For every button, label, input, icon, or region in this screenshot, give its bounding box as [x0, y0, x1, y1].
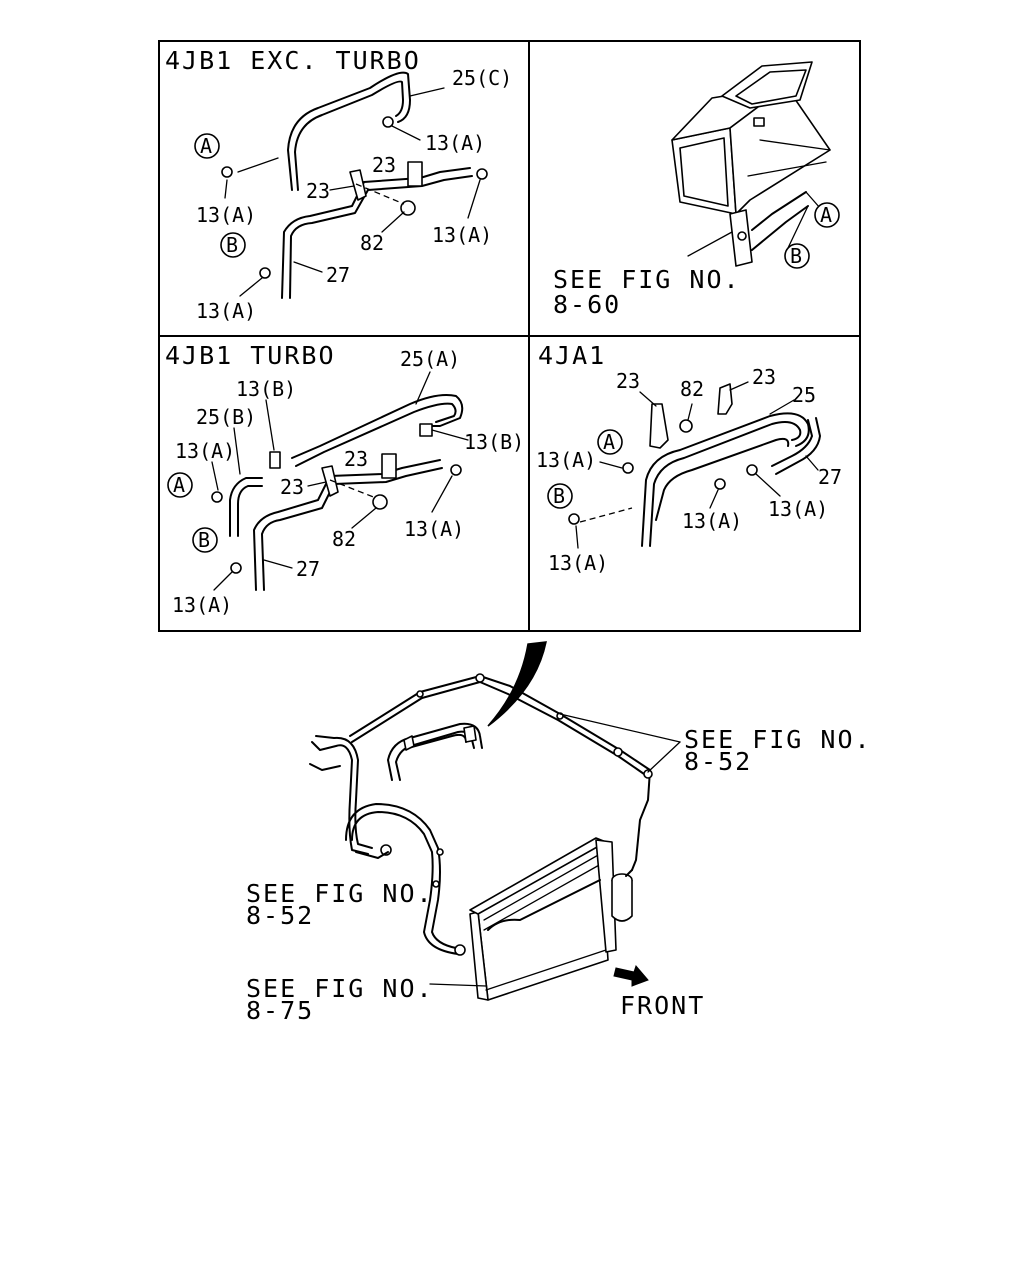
part-label: 25: [792, 383, 816, 407]
heater-unit-drawing: [671, 61, 831, 267]
panel-frame: [158, 40, 861, 632]
part-label: 82: [680, 377, 704, 401]
part-label: 13(B): [236, 377, 296, 401]
clamp: [221, 166, 233, 178]
hose-25c: [287, 71, 411, 191]
part-label: 25(A): [400, 347, 460, 371]
overview-drawing: SEE FIG NO. 8-52 SEE FIG NO. 8-52 SEE FI…: [246, 641, 872, 1025]
part-label: 27: [326, 263, 350, 287]
clamp: [746, 464, 758, 476]
see-fig-ref: SEE FIG NO.: [246, 879, 434, 908]
clamp: [622, 462, 634, 474]
bolt-82: [679, 419, 693, 433]
part-label: 23: [344, 447, 368, 471]
hose-27: [253, 459, 443, 591]
part-label: 25(B): [196, 405, 256, 429]
see-fig-ref: SEE FIG NO.: [246, 974, 434, 1003]
part-label: 13(A): [172, 593, 232, 617]
bracket-23b: [407, 161, 423, 187]
marker-a: A: [173, 473, 185, 497]
part-label: 25(C): [452, 66, 512, 90]
part-label: 13(A): [536, 448, 596, 472]
see-fig-ref: SEE FIG NO.: [684, 725, 872, 754]
panel-4ja1: 4JA1 A B 23 82 23 25: [536, 341, 842, 575]
clamp: [259, 267, 271, 279]
part-label: 23: [752, 365, 776, 389]
part-label: 13(A): [682, 509, 742, 533]
panel-4jb1-turbo: 4JB1 TURBO: [165, 341, 524, 617]
clamp-13b: [419, 423, 433, 437]
panel-title: 4JB1 TURBO: [165, 341, 336, 370]
bracket-23b: [381, 453, 397, 479]
part-label: 82: [332, 527, 356, 551]
bracket-23: [321, 465, 339, 497]
clamp: [382, 116, 394, 128]
clamp: [211, 491, 223, 503]
marker-b: B: [790, 244, 802, 268]
hose-25: [641, 412, 810, 547]
part-label: 13(B): [464, 430, 524, 454]
see-fig-number: 8-60: [553, 290, 621, 319]
hose-27: [281, 167, 473, 299]
see-fig-number: 8-75: [246, 996, 314, 1025]
clamp: [476, 168, 488, 180]
part-label: 13(A): [432, 223, 492, 247]
bolt-82: [372, 494, 388, 510]
part-label: 27: [818, 465, 842, 489]
hose-25b: [229, 477, 263, 537]
clamp: [568, 513, 580, 525]
part-label: 23: [372, 153, 396, 177]
hose-27: [771, 417, 821, 475]
part-label: 13(A): [768, 497, 828, 521]
part-label: 23: [616, 369, 640, 393]
hose-25a: [291, 394, 464, 467]
condenser: [469, 837, 633, 1001]
clamp-13b: [269, 451, 281, 469]
panel-heater-unit: A B SEE FIG NO. 8-60: [553, 61, 840, 319]
front-arrow-icon: [613, 965, 649, 987]
front-label: FRONT: [620, 991, 705, 1020]
see-fig-ref: SEE FIG NO.: [553, 265, 741, 294]
part-label: 23: [306, 179, 330, 203]
marker-b: B: [553, 484, 565, 508]
bracket-23: [717, 383, 733, 415]
clamp: [230, 562, 242, 574]
part-label: 27: [296, 557, 320, 581]
see-fig-number: 8-52: [684, 747, 752, 776]
part-label: 13(A): [548, 551, 608, 575]
bracket-23: [649, 403, 669, 449]
part-label: 23: [280, 475, 304, 499]
part-label: 82: [360, 231, 384, 255]
part-label: 13(A): [196, 299, 256, 323]
marker-b: B: [198, 528, 210, 552]
part-label: 13(A): [196, 203, 256, 227]
clamp: [714, 478, 726, 490]
panel-title: 4JA1: [538, 341, 606, 370]
panel-4jb1-exc-turbo: 4JB1 EXC. TURBO A: [165, 46, 512, 323]
bolt-82: [400, 200, 416, 216]
refrigerant-hoses: [309, 735, 466, 956]
see-fig-number: 8-52: [246, 901, 314, 930]
marker-a: A: [603, 430, 615, 454]
clamp: [450, 464, 462, 476]
part-label: 13(A): [425, 131, 485, 155]
part-label: 13(A): [175, 439, 235, 463]
part-label: 13(A): [404, 517, 464, 541]
heater-hose-cluster: [387, 722, 483, 781]
marker-a: A: [820, 203, 832, 227]
marker-a: A: [200, 134, 212, 158]
marker-b: B: [226, 233, 238, 257]
panel-title: 4JB1 EXC. TURBO: [165, 46, 421, 75]
pointer-arrow: [487, 641, 547, 727]
